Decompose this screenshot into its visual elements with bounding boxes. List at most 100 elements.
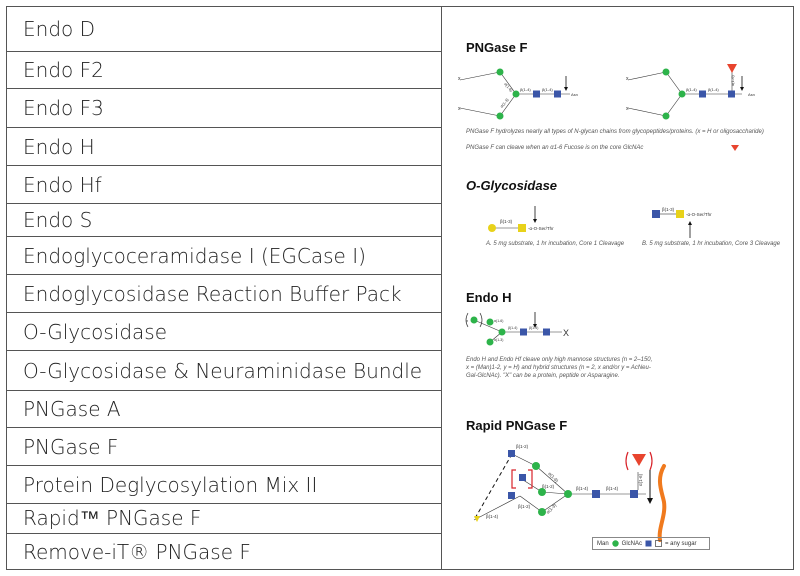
product-item-endo-h[interactable]: Endo H xyxy=(7,128,441,166)
linkage-label: β(1-4) xyxy=(508,326,517,330)
linkage-label: β(1-4) xyxy=(576,486,589,491)
mannose-symbol xyxy=(486,318,494,326)
endo-h-title: Endo H xyxy=(466,290,512,305)
x-label: x xyxy=(458,76,461,82)
product-item-pngase-f[interactable]: PNGase F xyxy=(7,428,441,466)
bond-line xyxy=(459,71,501,81)
pngase-f-caption-2: PNGase F can cleave when an α1-6 Fucose … xyxy=(466,145,644,151)
linkage-label: β(1-3) xyxy=(662,207,675,212)
pngase-f-title: PNGase F xyxy=(466,40,528,55)
o-glycosidase-diagram: β(1-3) -α-O-Ser/Thr β(1-3) -α-O-Ser/Thr xyxy=(488,206,712,238)
galactose-symbol xyxy=(488,224,496,232)
product-list: Endo D Endo F2 Endo F3 Endo H Endo Hf En… xyxy=(7,7,441,569)
red-bracket-left xyxy=(511,469,516,489)
asn-label: Asn xyxy=(571,92,578,97)
linkage-label: β(1-4) xyxy=(606,486,619,491)
pngase-f-diagram: x x α(1-6) α(1-3) β(1-4) β(1-4) Asn x x xyxy=(458,64,755,120)
o-glycosidase-caption-b: B. 5 mg substrate, 1 hr incubation, Core… xyxy=(642,241,781,247)
bond-line xyxy=(473,319,503,333)
product-item-endo-d[interactable]: Endo D xyxy=(7,7,441,52)
fucose-symbol xyxy=(727,64,737,73)
linkage-label: β(1-2) xyxy=(516,444,529,449)
endo-h-caption: Endo H and Endo Hf cleave only high mann… xyxy=(466,357,653,379)
linkage-label: β(1-2) xyxy=(542,484,555,489)
bond-line xyxy=(541,491,569,495)
glcnac-symbol xyxy=(520,328,527,336)
bond-line xyxy=(511,453,537,467)
bracket-left xyxy=(465,312,469,328)
linkage-label: β(1-4) xyxy=(542,87,553,92)
mannose-symbol xyxy=(496,112,504,120)
mannose-symbol xyxy=(564,490,572,498)
product-item-protein-deglycosylation-mix-ii[interactable]: Protein Deglycosylation Mix II xyxy=(7,466,441,504)
product-item-egcase-i[interactable]: Endoglycoceramidase I (EGCase I) xyxy=(7,237,441,275)
dashed-linker xyxy=(473,453,513,521)
o-glycosidase-caption-a: A. 5 mg substrate, 1 hr incubation, Core… xyxy=(486,241,625,247)
mannose-symbol xyxy=(496,68,504,76)
product-item-reaction-buffer-pack[interactable]: Endoglycosidase Reaction Buffer Pack xyxy=(7,275,441,313)
cleavage-arrowhead xyxy=(564,87,568,91)
product-item-endo-f3[interactable]: Endo F3 xyxy=(7,89,441,128)
galnac-symbol xyxy=(518,224,526,232)
linkage-label: β(1-3) xyxy=(500,219,513,224)
mannose-icon xyxy=(611,540,619,547)
product-item-endo-s[interactable]: Endo S xyxy=(7,204,441,237)
linkage-label: α(1-3) xyxy=(494,338,503,342)
bond-line xyxy=(499,93,517,117)
linkage-label: β(1-4) xyxy=(708,87,719,92)
glcnac-icon xyxy=(645,540,652,547)
bond-line xyxy=(665,93,683,117)
glcnac-symbol xyxy=(519,474,526,481)
cleavage-arrowhead xyxy=(740,87,744,91)
linkage-label: α(1-3) xyxy=(545,502,557,514)
mannose-symbol xyxy=(486,338,494,346)
linkage-label: β(1-4) xyxy=(486,514,499,519)
galnac-symbol xyxy=(676,210,684,218)
fucose-symbol xyxy=(731,145,739,151)
legend-glcnac-label: GlcNAc xyxy=(621,540,643,547)
bond-line xyxy=(519,495,543,513)
glcnac-symbol xyxy=(533,90,540,98)
linkage-label: α(1-6) xyxy=(503,81,514,93)
bond-line xyxy=(459,107,501,117)
glcnac-symbol xyxy=(543,328,550,336)
glcnac-symbol xyxy=(630,490,638,498)
fucose-legend-icon xyxy=(731,145,739,151)
pngase-f-caption-1: PNGase F hydrolyzes nearly all types of … xyxy=(466,129,764,135)
mannose-symbol xyxy=(662,112,670,120)
bond-line xyxy=(627,107,667,117)
glcnac-symbol xyxy=(508,492,515,499)
mannose-symbol xyxy=(538,508,546,516)
linkage-label: β(1-2) xyxy=(518,504,531,509)
legend-any-label: = any sugar xyxy=(665,540,697,547)
product-item-o-glycosidase[interactable]: O-Glycosidase xyxy=(7,313,441,351)
linkage-label: β(1-4) xyxy=(520,87,531,92)
glcnac-symbol xyxy=(728,90,735,98)
rapid-pngase-f-title: Rapid PNGase F xyxy=(466,418,568,433)
product-item-endo-hf[interactable]: Endo Hf xyxy=(7,166,441,204)
mannose-symbol xyxy=(662,68,670,76)
x-label: x xyxy=(626,76,629,82)
linkage-label: α(1-6) xyxy=(638,473,643,486)
fucose-symbol xyxy=(632,454,646,466)
cleavage-arrowhead xyxy=(533,219,537,223)
bond-line xyxy=(535,465,569,495)
table-border xyxy=(6,6,794,570)
red-paren-left xyxy=(625,451,629,471)
galnac-symbol xyxy=(474,516,480,522)
bond-line xyxy=(627,71,667,81)
linkage-label: β(1-4) xyxy=(686,87,697,92)
bond-line xyxy=(541,493,569,513)
mannose-symbol xyxy=(512,90,520,98)
mannose-symbol xyxy=(538,488,546,496)
glcnac-symbol xyxy=(592,490,600,498)
product-item-rapid-pngase-f[interactable]: Rapid™ PNGase F xyxy=(7,504,441,534)
product-item-endo-f2[interactable]: Endo F2 xyxy=(7,52,441,89)
x-label: x xyxy=(626,106,629,112)
product-item-remove-it-pngase-f[interactable]: Remove-iT® PNGase F xyxy=(23,539,251,564)
product-item-o-glycosidase-neuraminidase-bundle[interactable]: O-Glycosidase & Neuraminidase Bundle xyxy=(7,351,441,391)
column-divider xyxy=(441,6,442,570)
target-label: -α-O-Ser/Thr xyxy=(686,212,712,217)
any-sugar-icon xyxy=(655,540,662,547)
product-item-pngase-a[interactable]: PNGase A xyxy=(7,391,441,428)
